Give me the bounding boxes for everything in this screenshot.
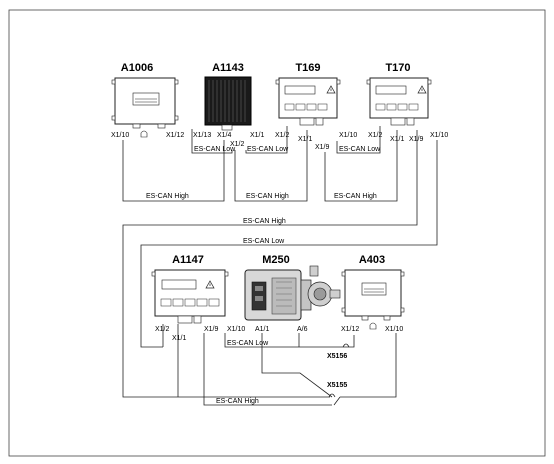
wire-low-1-label: ES-CAN Low <box>194 146 236 153</box>
wire-high-1 <box>122 140 225 202</box>
warning-icon <box>205 280 215 289</box>
wire-low-2 <box>245 126 288 154</box>
a403-x1-12-label: X1/12 <box>341 326 359 333</box>
a1143-x1-4-label: X1/4 <box>217 132 232 139</box>
wire-high-2 <box>234 130 308 202</box>
wire-low-trunk-label: ES-CAN Low <box>243 238 285 245</box>
wire-low-1 <box>191 129 233 154</box>
x5155-splice <box>328 393 336 398</box>
t169-title: T169 <box>295 62 320 74</box>
a1006-x1-10-label: X1/10 <box>111 132 129 139</box>
m250-pump <box>244 265 341 321</box>
warning-icon <box>417 85 427 94</box>
wire-high-trunk-label: ES-CAN High <box>243 218 286 225</box>
t170-title: T170 <box>385 62 410 74</box>
t169-x1-9-label: X1/9 <box>315 144 330 151</box>
a1006-module <box>111 77 179 129</box>
wire-low-trunk <box>140 140 438 348</box>
wire-x5155-link <box>333 396 341 406</box>
wire-high-1-label: ES-CAN High <box>146 193 189 200</box>
t170-x1-2-label: X1/2 <box>368 132 383 139</box>
a1147-x1-10-label: X1/10 <box>227 326 245 333</box>
t169-module <box>275 77 341 126</box>
x5156-label: X5156 <box>327 353 347 360</box>
a1147-x1-2-label: X1/2 <box>155 326 170 333</box>
a1143-x1-2-label: X1/2 <box>230 141 245 148</box>
wire-high-3-label: ES-CAN High <box>334 193 377 200</box>
wire-a403-x1-10 <box>340 333 397 398</box>
wire-m250-a1 <box>261 333 333 398</box>
x5156-splice <box>342 343 350 348</box>
diagram-frame <box>8 9 546 457</box>
a1143-title: A1143 <box>212 62 244 74</box>
warning-icon <box>326 85 336 94</box>
a1006-title: A1006 <box>121 62 153 74</box>
x5155-label: X5155 <box>327 382 347 389</box>
a1006-x1-12-label: X1/12 <box>166 132 184 139</box>
wire-low-3 <box>336 126 381 154</box>
wire-high-bottom <box>203 333 332 406</box>
m250-a1-1-label: A1/1 <box>255 326 270 333</box>
a1147-module <box>151 269 229 324</box>
t169-x1-2-label: X1/2 <box>275 132 290 139</box>
wire-low-bottom <box>224 333 355 348</box>
t169-x1-1-label: X1/1 <box>250 132 265 139</box>
a1147-x1-1-label: X1/1 <box>172 335 187 342</box>
wire-low-2-label: ES-CAN Low <box>247 146 289 153</box>
t169-x1-1b-label: X1/1 <box>298 136 313 143</box>
wire-high-bottom-label: ES-CAN High <box>216 398 259 405</box>
t170-module <box>366 77 432 126</box>
a403-title: A403 <box>359 254 385 266</box>
a403-x1-10-label: X1/10 <box>385 326 403 333</box>
m250-title: M250 <box>262 254 290 266</box>
a1143-module <box>204 76 252 131</box>
m250-a-6-label: A/6 <box>297 326 308 333</box>
a1147-x1-9-label: X1/9 <box>204 326 219 333</box>
wire-high-3 <box>324 130 398 202</box>
connector-icon <box>369 322 377 330</box>
t170-x1-10-label: X1/10 <box>430 132 448 139</box>
a1147-title: A1147 <box>172 254 204 266</box>
t170-x1-9-label: X1/9 <box>409 136 424 143</box>
wire-low-3-label: ES-CAN Low <box>339 146 381 153</box>
wire-high-trunk <box>122 130 418 398</box>
connector-icon <box>140 130 148 138</box>
wire-high-2-label: ES-CAN High <box>246 193 289 200</box>
wire-low-bottom-label: ES-CAN Low <box>227 340 269 347</box>
a1143-x1-13-label: X1/13 <box>193 132 211 139</box>
a403-module <box>341 269 405 321</box>
t169-x1-10-label: X1/10 <box>339 132 357 139</box>
